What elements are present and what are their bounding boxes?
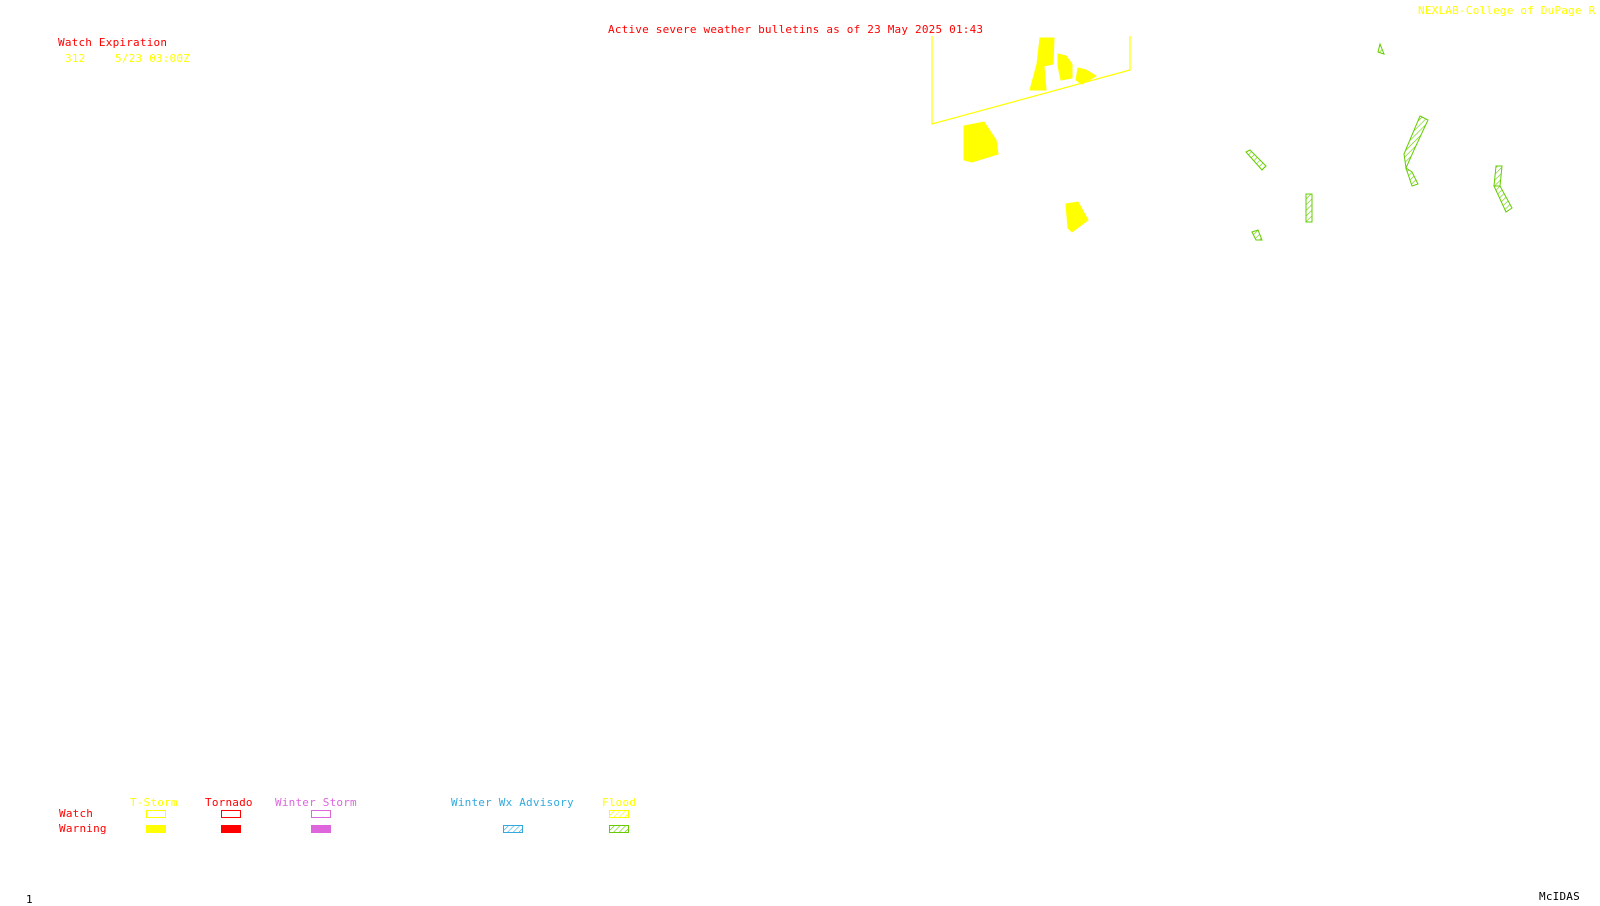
flood-warning-polygon <box>1377 42 1385 55</box>
legend-flood-label: Flood <box>602 796 637 809</box>
legend-flood-watch-swatch <box>609 810 629 818</box>
legend-flood-warning-swatch <box>609 825 629 833</box>
legend-tstorm-label: T-Storm <box>130 796 178 809</box>
legend-tornado-watch-swatch <box>221 810 241 818</box>
legend-tornado-warning-swatch <box>221 825 241 833</box>
watch-expiration-time: 5/23 03:00Z <box>115 52 191 65</box>
flood-warning-polygon <box>1493 165 1503 187</box>
tstorm-watch-box <box>931 36 1131 125</box>
tstorm-warning-polygon <box>1065 201 1089 233</box>
watch-number: 312 <box>65 52 86 65</box>
flood-warning-polygon <box>1405 166 1419 187</box>
legend-winter-storm-watch-swatch <box>311 810 331 818</box>
flood-warning-polygon <box>1305 193 1313 223</box>
legend-winter-storm-warning-swatch <box>311 825 331 833</box>
flood-warning-polygon <box>1245 149 1267 171</box>
legend-tstorm-watch-swatch <box>146 810 166 818</box>
nexlab-credit: NEXLAB-College of DuPage R <box>1418 4 1596 17</box>
flood-warning-polygon <box>1403 115 1429 170</box>
legend-tornado-label: Tornado <box>205 796 253 809</box>
flood-warning-polygon <box>1493 185 1513 213</box>
legend-watch-row-label: Watch <box>59 807 94 820</box>
frame-number: 1 <box>26 893 33 906</box>
legend-tstorm-warning-swatch <box>146 825 166 833</box>
tstorm-warning-polygon <box>963 121 999 163</box>
tstorm-warning-polygon <box>1029 37 1055 91</box>
tstorm-warning-polygon <box>1075 67 1097 85</box>
software-label: McIDAS <box>1539 890 1580 903</box>
legend-warning-row-label: Warning <box>59 822 107 835</box>
legend-winter-storm-label: Winter Storm <box>275 796 357 809</box>
flood-warning-polygon <box>1251 229 1263 241</box>
legend-winter-wx-advisory-swatch <box>503 825 523 833</box>
tstorm-warning-polygon <box>1057 53 1073 81</box>
legend-winter-wx-advisory-label: Winter Wx Advisory <box>451 796 574 809</box>
watch-expiration-heading: Watch Expiration <box>58 36 168 49</box>
bulletin-title: Active severe weather bulletins as of 23… <box>608 23 984 36</box>
